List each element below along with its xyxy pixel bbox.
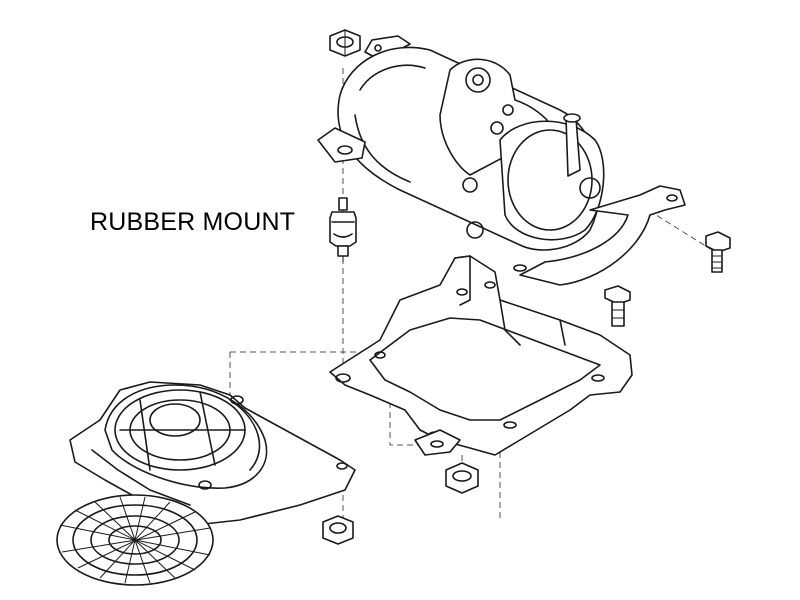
mounting-bracket xyxy=(329,255,633,456)
hex-nut-fan xyxy=(322,515,354,545)
rubber-mount-label: RUBBER MOUNT xyxy=(90,208,296,236)
electric-pump-motor xyxy=(317,35,686,286)
bracket-bolt-flange xyxy=(604,285,631,327)
cooling-fan-assembly xyxy=(69,381,356,526)
hex-nut-bracket xyxy=(445,462,479,494)
top-hex-nut xyxy=(329,29,361,57)
bracket-bolt-right xyxy=(705,231,731,273)
fan-grille xyxy=(56,494,214,586)
rubber-mount xyxy=(329,197,357,262)
